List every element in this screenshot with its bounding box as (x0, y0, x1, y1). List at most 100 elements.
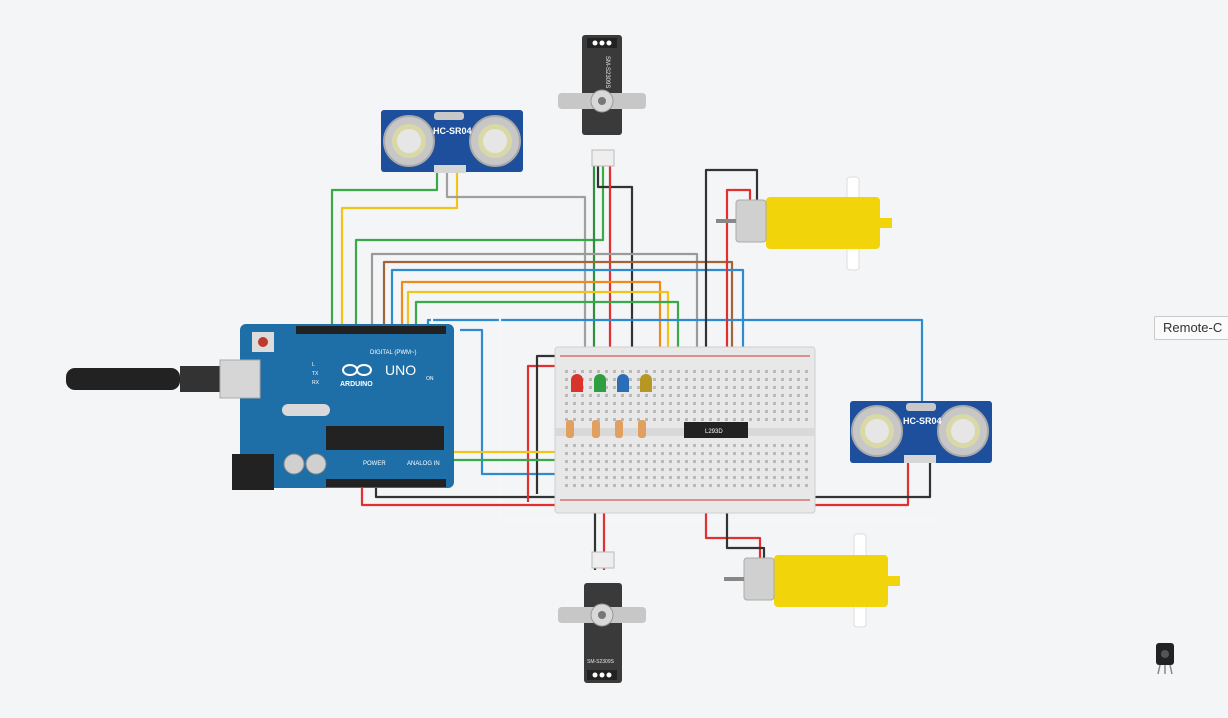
breadboard-hole (789, 370, 792, 373)
breadboard-hole (757, 418, 760, 421)
breadboard-hole (709, 386, 712, 389)
led-red (571, 374, 583, 392)
ultrasonic-sensor-top[interactable]: HC-SR04 (381, 110, 523, 173)
leds[interactable] (571, 374, 652, 392)
breadboard-hole (629, 476, 632, 479)
breadboard-hole (781, 410, 784, 413)
wire-black-servo-top (596, 165, 634, 362)
breadboard-hole (789, 468, 792, 471)
breadboard-hole (605, 444, 608, 447)
breadboard-hole (749, 444, 752, 447)
breadboard-hole (725, 386, 728, 389)
dc-motor-bottom[interactable] (724, 533, 900, 628)
breadboard-hole (693, 484, 696, 487)
breadboard-hole (797, 386, 800, 389)
breadboard-hole (605, 484, 608, 487)
breadboard-hole (693, 378, 696, 381)
servo-bottom[interactable]: SM-S2309S (558, 551, 646, 683)
breadboard-hole (725, 484, 728, 487)
motor-driver-chip[interactable]: L293D (684, 422, 748, 438)
breadboard-hole (741, 476, 744, 479)
breadboard-hole (685, 468, 688, 471)
breadboard-hole (581, 410, 584, 413)
breadboard-hole (581, 394, 584, 397)
breadboard-hole (573, 476, 576, 479)
breadboard-hole (653, 378, 656, 381)
breadboard-hole (765, 402, 768, 405)
breadboard-hole (685, 394, 688, 397)
breadboard-hole (757, 484, 760, 487)
breadboard-hole (709, 394, 712, 397)
ultrasonic-sensor-right[interactable]: HC-SR04 (850, 401, 992, 463)
resistors[interactable] (566, 420, 646, 438)
breadboard-hole (677, 452, 680, 455)
breadboard-hole (733, 484, 736, 487)
breadboard-hole (597, 394, 600, 397)
breadboard-hole (685, 484, 688, 487)
breadboard-hole (765, 460, 768, 463)
breadboard-hole (701, 394, 704, 397)
breadboard-hole (765, 370, 768, 373)
breadboard-hole (629, 468, 632, 471)
wire-white-1 (430, 314, 940, 522)
breadboard-hole (685, 460, 688, 463)
breadboard-hole (613, 370, 616, 373)
breadboard-hole (597, 444, 600, 447)
breadboard-hole (621, 410, 624, 413)
breadboard-hole (717, 460, 720, 463)
breadboard-hole (589, 386, 592, 389)
breadboard-hole (597, 468, 600, 471)
breadboard-hole (709, 418, 712, 421)
breadboard-hole (605, 370, 608, 373)
breadboard-hole (693, 468, 696, 471)
breadboard-hole (781, 402, 784, 405)
arduino-model: UNO (385, 362, 416, 378)
breadboard-hole (789, 418, 792, 421)
breadboard-hole (805, 468, 808, 471)
breadboard-hole (653, 402, 656, 405)
breadboard-hole (773, 410, 776, 413)
ir-receiver-icon[interactable] (1156, 643, 1174, 675)
breadboard-hole (589, 410, 592, 413)
breadboard-hole (693, 394, 696, 397)
arduino-uno-board[interactable]: UNO ARDUINO DIGITAL (PWM~) POWER ANALOG … (66, 324, 454, 490)
breadboard-hole (733, 444, 736, 447)
breadboard-hole (605, 452, 608, 455)
breadboard-hole (573, 452, 576, 455)
breadboard-hole (757, 452, 760, 455)
breadboard-hole (613, 418, 616, 421)
breadboard-hole (765, 394, 768, 397)
breadboard-hole (637, 476, 640, 479)
breadboard-hole (741, 468, 744, 471)
arduino-tx-label: TX (312, 371, 319, 377)
breadboard-hole (589, 484, 592, 487)
breadboard-hole (629, 402, 632, 405)
breadboard-hole (749, 402, 752, 405)
breadboard-hole (733, 370, 736, 373)
breadboard-hole (709, 452, 712, 455)
breadboard-hole (677, 460, 680, 463)
breadboard-hole (773, 452, 776, 455)
breadboard-hole (605, 410, 608, 413)
breadboard-hole (581, 484, 584, 487)
breadboard-hole (669, 410, 672, 413)
breadboard-hole (621, 460, 624, 463)
breadboard-hole (741, 418, 744, 421)
breadboard-hole (661, 418, 664, 421)
breadboard-hole (581, 452, 584, 455)
breadboard-hole (717, 476, 720, 479)
wire-blue-1 (390, 268, 745, 420)
breadboard-hole (733, 394, 736, 397)
breadboard-hole (621, 418, 624, 421)
breadboard-hole (717, 410, 720, 413)
servo-bottom-label: SM-S2309S (587, 659, 615, 665)
dc-motor-top[interactable] (716, 176, 892, 271)
breadboard-hole (621, 394, 624, 397)
servo-top[interactable]: SM-S2309S (558, 35, 646, 167)
breadboard-hole (725, 394, 728, 397)
breadboard-hole (741, 402, 744, 405)
breadboard-hole (741, 394, 744, 397)
breadboard-hole (637, 386, 640, 389)
breadboard-hole (669, 370, 672, 373)
